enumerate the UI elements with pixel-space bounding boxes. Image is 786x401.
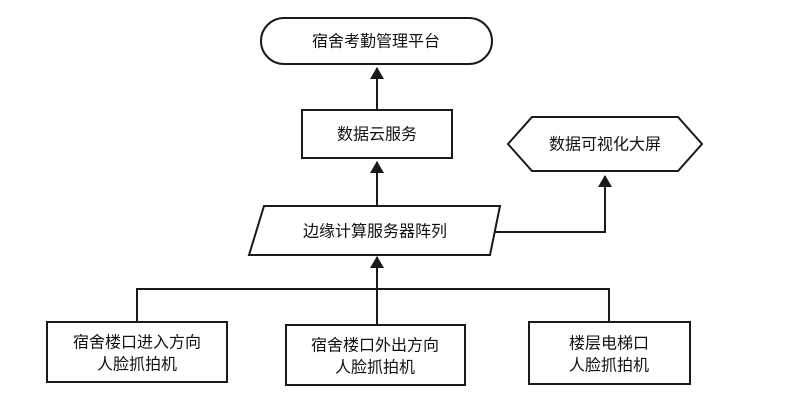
screen-label: 数据可视化大屏	[549, 135, 661, 154]
cam-enter-label-line2: 人脸抓拍机	[97, 355, 177, 374]
edge-edge-to-screen	[493, 175, 612, 233]
node-cam-exit: 宿舍楼口外出方向 人脸抓拍机	[285, 324, 466, 386]
edge-cam-enter-to-bus	[136, 288, 377, 322]
edge-cam-lift-to-bus	[377, 288, 610, 322]
node-cloud: 数据云服务	[301, 109, 453, 159]
node-cam-enter: 宿舍楼口进入方向 人脸抓拍机	[46, 321, 228, 383]
cam-lift-label-line1: 楼层电梯口	[569, 334, 649, 353]
node-edge-servers: 边缘计算服务器阵列	[247, 205, 502, 256]
edge-servers-label: 边缘计算服务器阵列	[303, 222, 447, 241]
connectors	[136, 67, 612, 325]
cloud-label: 数据云服务	[337, 125, 417, 144]
cam-enter-label-line1: 宿舍楼口进入方向	[73, 333, 201, 352]
node-cam-lift: 楼层电梯口 人脸抓拍机	[528, 321, 691, 385]
platform-label: 宿舍考勤管理平台	[312, 32, 440, 51]
node-platform: 宿舍考勤管理平台	[260, 17, 493, 65]
cam-exit-label-line1: 宿舍楼口外出方向	[311, 336, 439, 355]
cam-lift-label-line2: 人脸抓拍机	[569, 356, 649, 375]
node-screen: 数据可视化大屏	[506, 116, 704, 172]
cam-exit-label-line2: 人脸抓拍机	[335, 358, 415, 377]
